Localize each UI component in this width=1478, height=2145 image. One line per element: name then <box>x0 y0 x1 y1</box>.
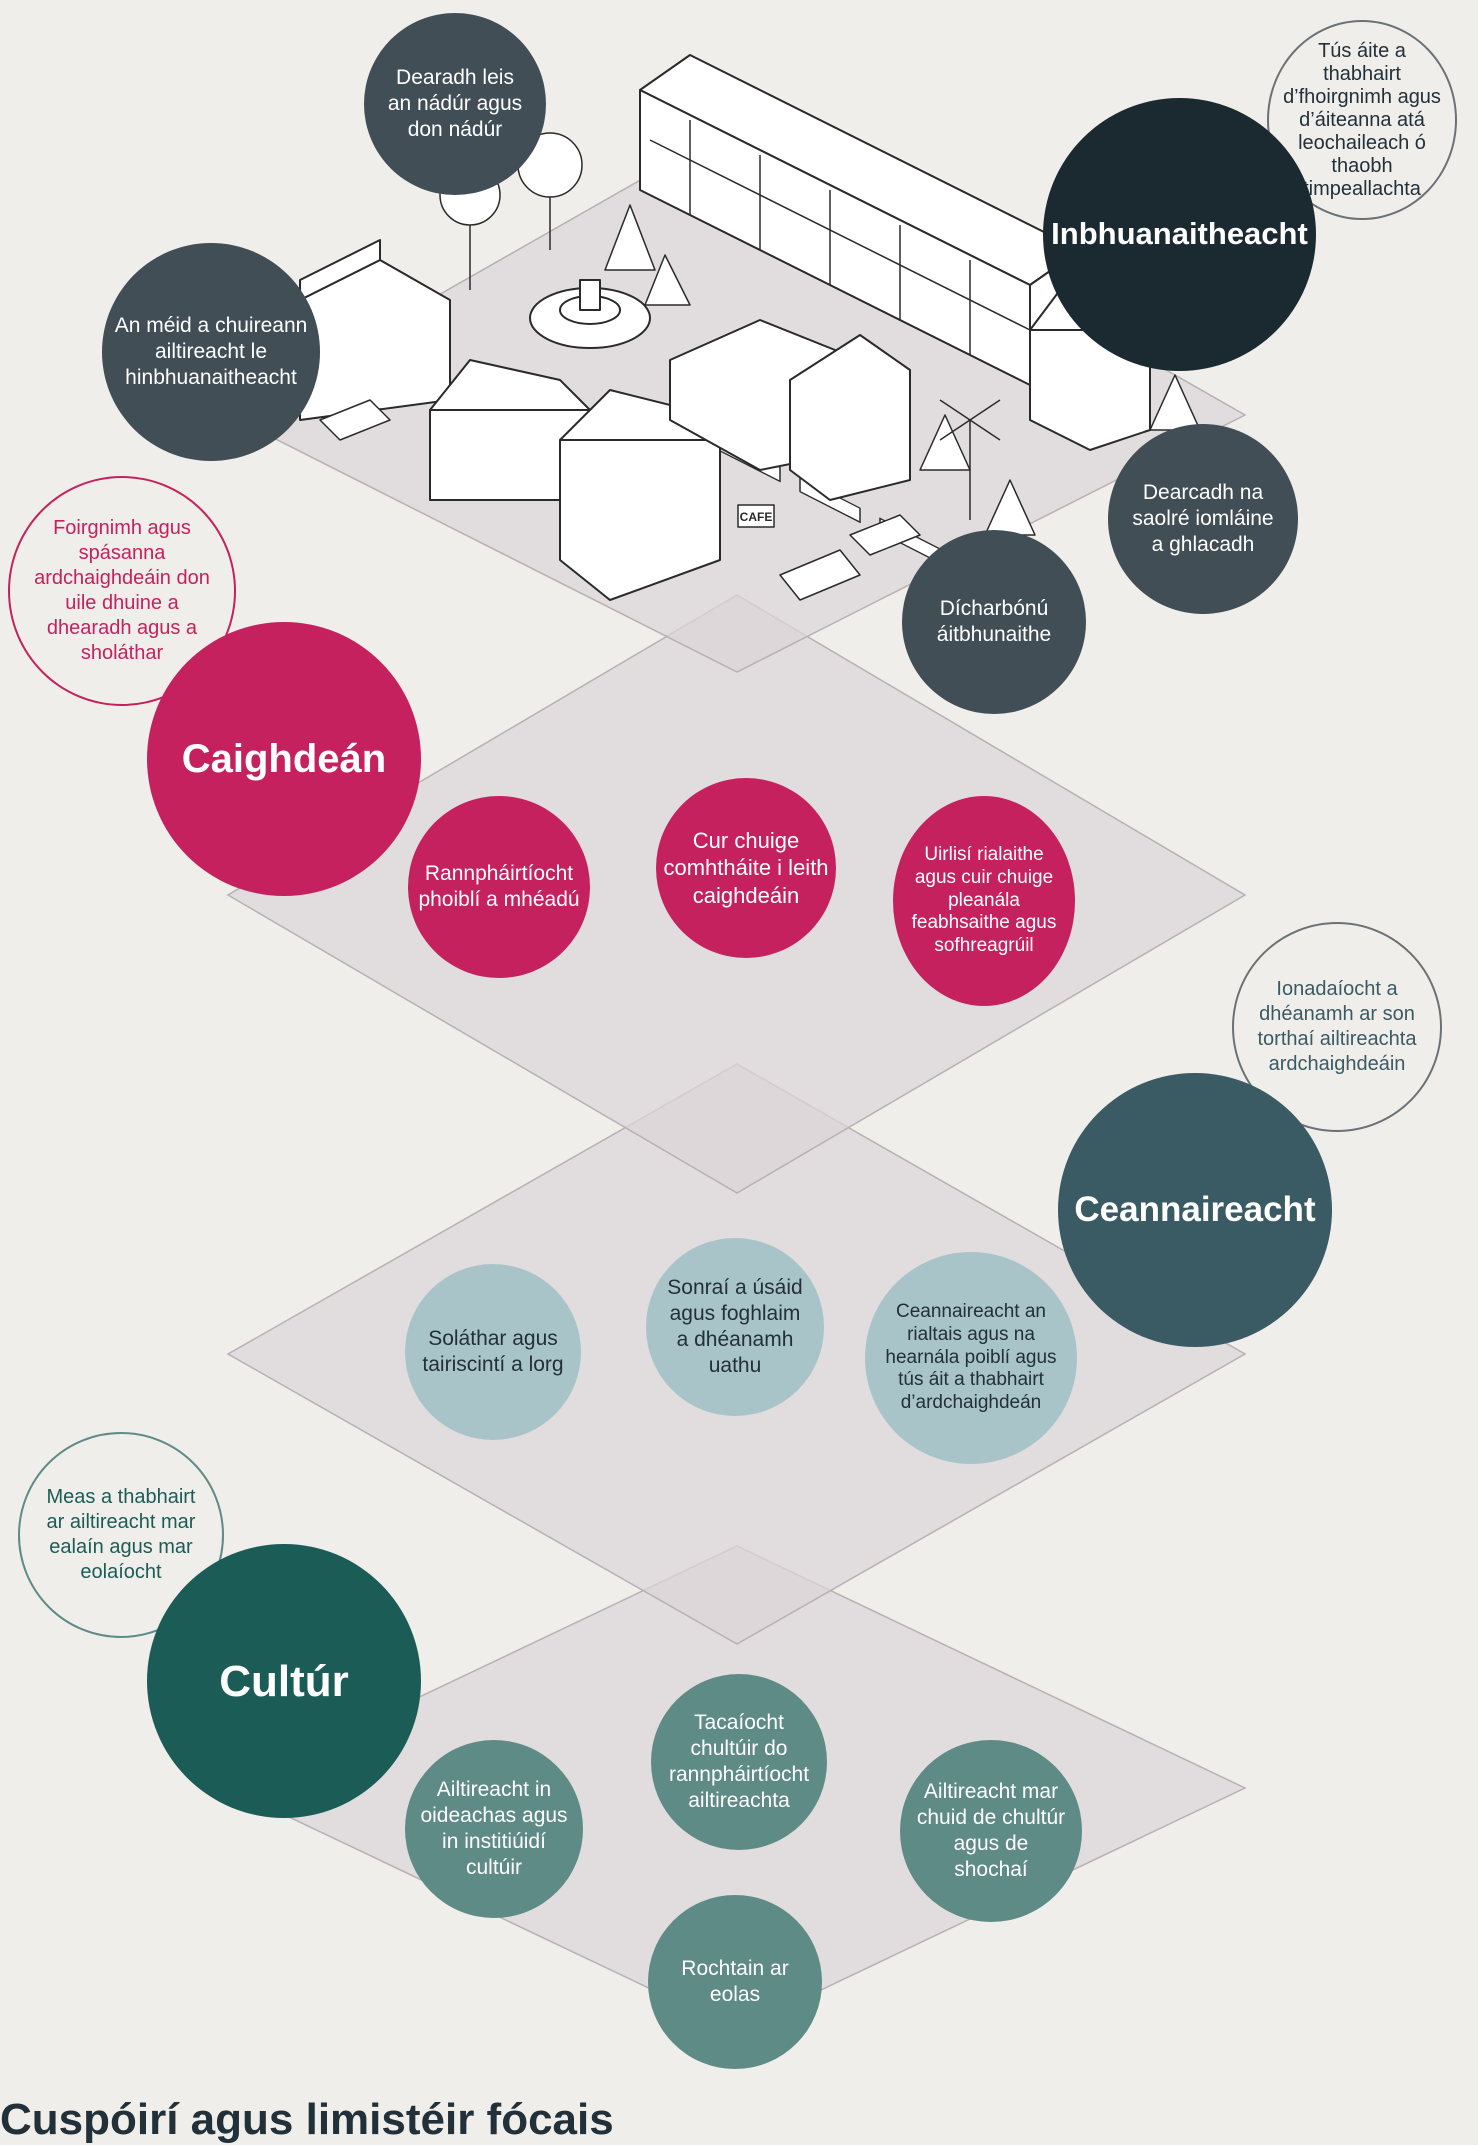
culture-item-4-label: Rochtain ar eolas <box>681 1956 789 2006</box>
culture-callout-text: Meas a thabhairt ar ailtireacht mar eala… <box>46 1486 196 1583</box>
quality-item-2-label: Cur chuige comhtháite i leith caighdeáin <box>663 827 829 908</box>
sustainability-heading-circle: Inbhuanaitheacht <box>1043 98 1316 371</box>
leadership-heading-circle: Ceannaireacht <box>1058 1073 1332 1347</box>
leadership-item-1: Soláthar agus tairiscintí a lorg <box>405 1264 581 1440</box>
culture-item-1-label: Ailtireacht in oideachas agus in institi… <box>420 1777 568 1880</box>
sustainability-item-2: An méid a chuireann ailtireacht le hinbh… <box>102 243 320 461</box>
quality-item-1-label: Rannpháirtíocht phoiblí a mhéadú <box>418 861 580 911</box>
leadership-callout-text: Ionadaíocht a dhéanamh ar son torthaí ai… <box>1257 978 1417 1075</box>
quality-item-3: Uirlisí rialaithe agus cuir chuige plean… <box>893 796 1075 1006</box>
leadership-heading: Ceannaireacht <box>1074 1190 1316 1230</box>
page-title: Cuspóirí agus limistéir fócais <box>0 2095 614 2144</box>
sustainability-item-4-label: Dícharbónú áitbhunaithe <box>936 596 1052 646</box>
culture-heading-circle: Cultúr <box>147 1544 421 1818</box>
sustainability-item-2-label: An méid a chuireann ailtireacht le hinbh… <box>114 313 308 390</box>
leadership-item-1-label: Soláthar agus tairiscintí a lorg <box>422 1326 564 1376</box>
culture-item-3-label: Ailtireacht mar chuid de chultúr agus de… <box>916 1779 1066 1882</box>
leadership-item-3-label: Ceannaireacht an rialtais agus na hearná… <box>885 1301 1057 1414</box>
sustainability-heading: Inbhuanaitheacht <box>1051 216 1308 252</box>
leadership-item-2: Sonraí a úsáid agus foghlaim a dhéanamh … <box>646 1238 824 1416</box>
sustainability-item-3: Dearcadh na saolré iomláine a ghlacadh <box>1108 424 1298 614</box>
culture-item-4: Rochtain ar eolas <box>648 1895 822 2069</box>
quality-item-1: Rannpháirtíocht phoiblí a mhéadú <box>408 796 590 978</box>
sustainability-item-1: Dearadh leis an nádúr agus don nádúr <box>364 13 546 195</box>
town-illustration: CAFE <box>299 54 1201 601</box>
leadership-item-3: Ceannaireacht an rialtais agus na hearná… <box>865 1252 1077 1464</box>
culture-item-2-label: Tacaíocht chultúir do rannpháirtíocht ai… <box>668 1710 810 1813</box>
culture-item-2: Tacaíocht chultúir do rannpháirtíocht ai… <box>651 1674 827 1850</box>
culture-heading: Cultúr <box>219 1656 349 1706</box>
cafe-sign: CAFE <box>740 510 773 524</box>
culture-item-3: Ailtireacht mar chuid de chultúr agus de… <box>900 1740 1082 1922</box>
sustainability-item-4: Dícharbónú áitbhunaithe <box>902 530 1086 714</box>
quality-item-3-label: Uirlisí rialaithe agus cuir chuige plean… <box>911 844 1057 957</box>
quality-heading: Caighdeán <box>181 737 387 781</box>
leadership-item-2-label: Sonraí a úsáid agus foghlaim a dhéanamh … <box>667 1275 803 1378</box>
culture-item-1: Ailtireacht in oideachas agus in institi… <box>405 1740 583 1918</box>
quality-item-2: Cur chuige comhtháite i leith caighdeáin <box>656 778 836 958</box>
sustainability-callout-text: Tús áite a thabhairt d’fhoirgnimh agus d… <box>1283 39 1441 200</box>
quality-callout-text: Foirgnimh agus spásanna ardchaighdeáin d… <box>34 517 210 664</box>
quality-heading-circle: Caighdeán <box>147 622 421 896</box>
sustainability-item-1-label: Dearadh leis an nádúr agus don nádúr <box>387 65 523 142</box>
sustainability-item-3-label: Dearcadh na saolré iomláine a ghlacadh <box>1132 480 1274 557</box>
